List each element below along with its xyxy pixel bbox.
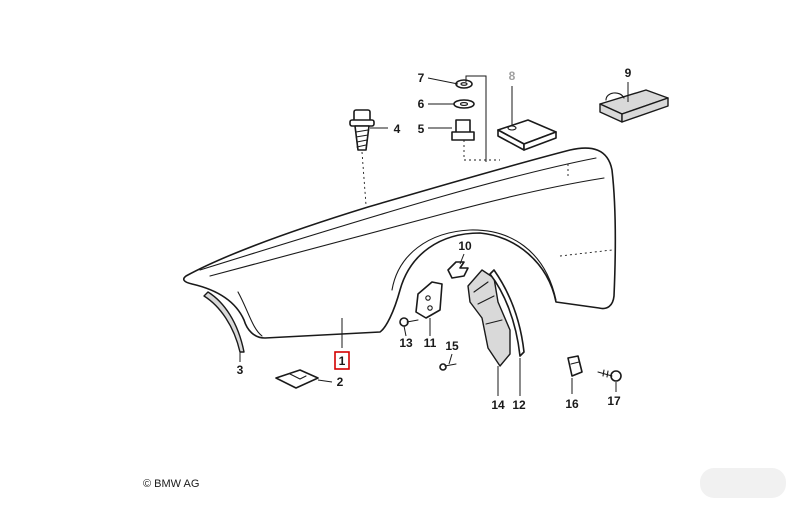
screw-17[interactable] — [597, 369, 622, 382]
label-part-10[interactable]: 10 — [458, 239, 472, 253]
label-part-17[interactable]: 17 — [607, 394, 621, 408]
label-part-7[interactable]: 7 — [418, 71, 425, 85]
part-labels: 1 2 3 4 5 6 7 8 9 10 11 12 13 14 15 16 1… — [237, 66, 632, 412]
screw-15[interactable] — [439, 363, 457, 371]
label-part-13[interactable]: 13 — [399, 336, 413, 350]
liner-seal[interactable] — [489, 269, 525, 357]
expanding-nut[interactable] — [567, 355, 583, 377]
washer[interactable] — [453, 99, 475, 109]
hex-screw[interactable] — [451, 119, 475, 141]
front-trim-strip[interactable] — [203, 291, 245, 353]
label-part-16[interactable]: 16 — [565, 397, 579, 411]
label-part-9[interactable]: 9 — [625, 66, 632, 80]
label-part-3[interactable]: 3 — [237, 363, 244, 377]
clip-nut[interactable] — [275, 369, 319, 389]
copyright-notice: © BMW AG — [143, 478, 200, 490]
support-block[interactable] — [599, 89, 669, 123]
label-part-5[interactable]: 5 — [418, 122, 425, 136]
spring-washer[interactable] — [455, 79, 473, 89]
label-part-8[interactable]: 8 — [509, 69, 516, 83]
fender-bolt[interactable] — [349, 109, 375, 151]
watermark-smudge — [700, 468, 786, 498]
part-1-highlight — [334, 351, 350, 370]
label-part-12[interactable]: 12 — [512, 398, 526, 412]
label-part-15[interactable]: 15 — [445, 339, 459, 353]
retaining-clip[interactable] — [447, 261, 469, 279]
label-part-14[interactable]: 14 — [491, 398, 505, 412]
leader-lines — [239, 75, 629, 396]
label-part-4[interactable]: 4 — [394, 122, 401, 136]
label-part-6[interactable]: 6 — [418, 97, 425, 111]
mounting-bracket[interactable] — [415, 281, 443, 319]
screw-13[interactable] — [399, 317, 419, 327]
label-part-1[interactable]: 1 — [339, 354, 346, 368]
fender-panel[interactable] — [182, 147, 617, 339]
bracket-plate[interactable] — [497, 119, 557, 151]
label-part-2[interactable]: 2 — [337, 375, 344, 389]
wheel-arch-liner[interactable] — [467, 269, 511, 367]
label-part-11[interactable]: 11 — [424, 336, 437, 350]
